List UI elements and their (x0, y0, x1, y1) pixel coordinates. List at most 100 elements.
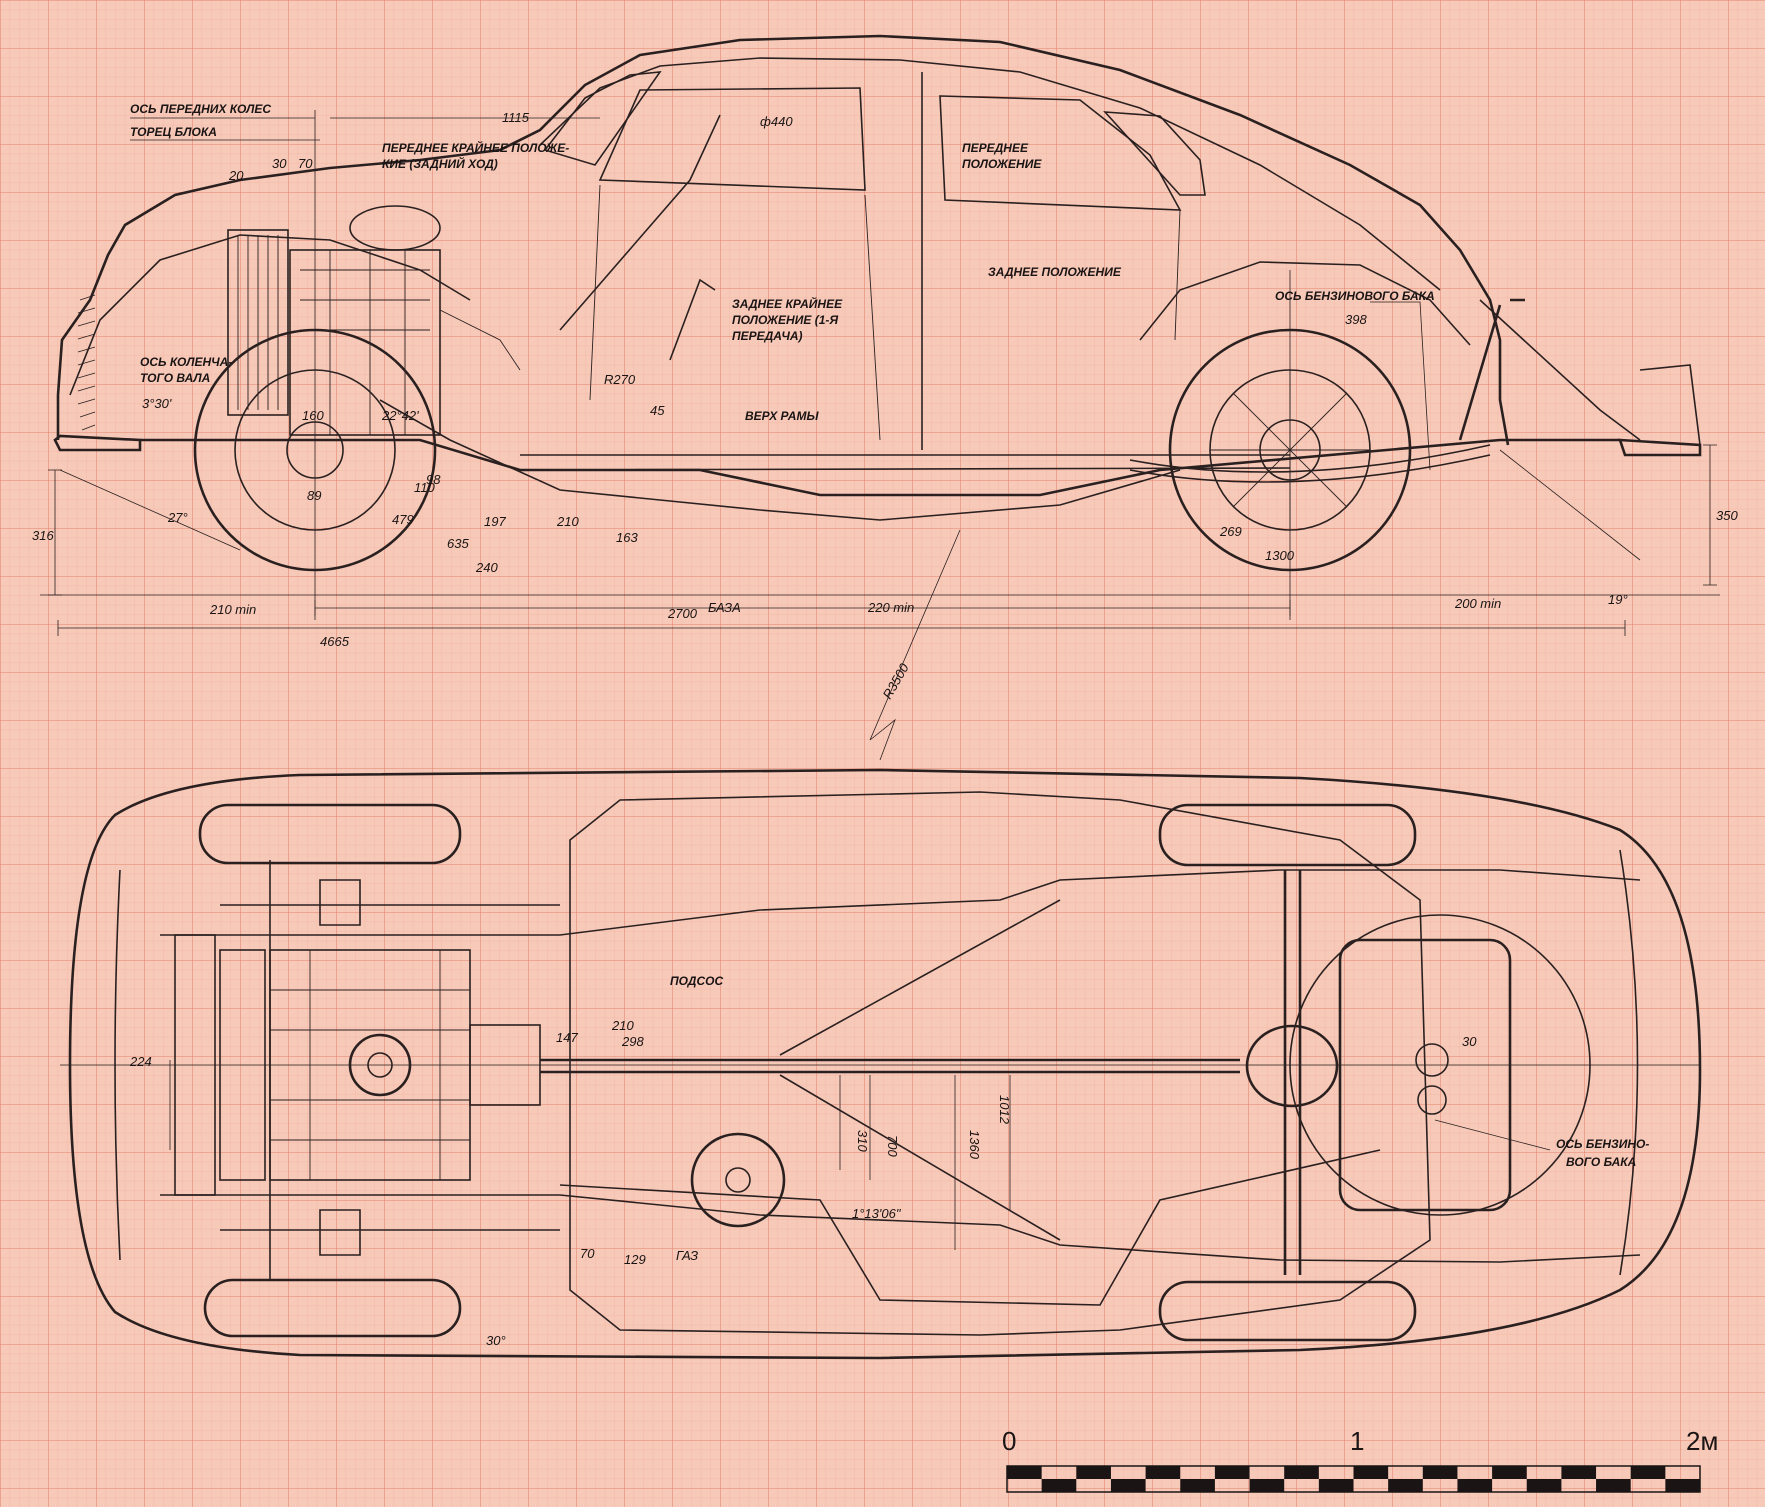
label-rear-extreme-2: ПОЛОЖЕНИЕ (1-Я (732, 313, 838, 327)
propeller-shaft (519, 454, 1291, 471)
steering-column (559, 114, 721, 331)
dim-398: 398 (1345, 312, 1367, 327)
plan-body-outline (68, 768, 1702, 1360)
label-front-extreme-2: КИЕ (ЗАДНИЙ ХОД) (382, 155, 498, 171)
label-gaz: ГАЗ (676, 1248, 698, 1263)
plan-dim-298-value: 298 (621, 1034, 644, 1049)
front-door-window (598, 87, 866, 191)
scale-segment (1041, 1479, 1077, 1492)
plan-steering-hub (725, 1167, 751, 1193)
label-front-position-2: ПОЛОЖЕНИЕ (962, 157, 1042, 171)
label-frame-top: ВЕРХ РАМЫ (745, 409, 819, 423)
label-front-extreme: ПЕРЕДНЕЕ КРАЙНЕЕ ПОЛОЖЕ- (382, 139, 569, 155)
scale-segment (1596, 1479, 1631, 1492)
scale-segment (1665, 1479, 1700, 1492)
plan-rear-axle (1283, 870, 1302, 1275)
plan-dim-30deg-value: 30° (486, 1333, 506, 1348)
dim-4665: 4665 (320, 634, 350, 649)
radiator (227, 229, 289, 416)
scale-segment (1388, 1479, 1423, 1492)
dim-45: 45 (650, 403, 665, 418)
dim-210min: 210 min (209, 602, 256, 617)
roof-line (539, 57, 1441, 291)
dim-479: 479 (392, 512, 414, 527)
tyre-rear-left (1158, 803, 1417, 867)
scale-segment (1422, 1466, 1458, 1479)
dim-1115: 1115 (502, 110, 530, 125)
scale-segment (1007, 1466, 1042, 1479)
rear-door-window (939, 95, 1182, 211)
dim-22deg: 22°42' (381, 408, 419, 423)
scale-segment (1214, 1466, 1250, 1479)
plan-engine-detail (270, 950, 470, 1180)
dim-30: 30 (272, 156, 287, 171)
scale-segment (1492, 1466, 1527, 1479)
body-outline (56, 34, 1510, 446)
rear-bumper (1618, 438, 1702, 457)
dim-r270: R270 (604, 372, 636, 387)
door-front-edge (589, 184, 1181, 441)
tyre-front-left (198, 803, 462, 865)
label-podsos: ПОДСОС (670, 974, 723, 988)
dim-269: 269 (1219, 524, 1242, 539)
plan-dim-147-value: 147 (556, 1030, 578, 1045)
scale-tick-0: 0 (1002, 1426, 1016, 1456)
scale-segment (1353, 1466, 1389, 1479)
label-rear-extreme-3: ПЕРЕДАЧА) (732, 329, 803, 343)
dim-19deg: 19° (1608, 592, 1628, 607)
front-axle-axis (130, 110, 320, 620)
label-front-position: ПЕРЕДНЕЕ (962, 141, 1029, 155)
frame-rail (140, 438, 1620, 497)
plan-dim-1360-value: 1360 (967, 1130, 982, 1160)
plan-dim-224-value: 224 (129, 1054, 152, 1069)
dim-baza: БАЗА (708, 600, 741, 615)
scale-bar: 0 1 2м (1002, 1426, 1718, 1493)
dim-635: 635 (447, 536, 469, 551)
plan-dim-1012-value: 1012 (997, 1095, 1012, 1125)
dim-2700: 2700 (667, 606, 698, 621)
plan-rear-arch (1619, 849, 1639, 1276)
dim-89: 89 (307, 488, 321, 503)
dim-70: 70 (298, 156, 313, 171)
plan-dim-210-value: 210 (611, 1018, 634, 1033)
tyre-front-right (203, 1278, 462, 1338)
dim-20: 20 (228, 168, 244, 183)
rear-body-tail (1479, 299, 1701, 446)
shock-absorber (1458, 298, 1525, 441)
plan-frame-rails (160, 869, 1641, 1263)
engine-detail (300, 250, 521, 435)
engine-block (289, 249, 441, 436)
plan-front-suspension (220, 860, 560, 1280)
scale-segment (1526, 1479, 1562, 1492)
label-fuel-tank-axis: ОСЬ БЕНЗИНОВОГО БАКА (1275, 289, 1435, 303)
plan-exhaust (559, 1149, 1381, 1306)
label-plan-tank-axis: ОСЬ БЕНЗИНО- (1556, 1137, 1649, 1151)
plan-x-brace (779, 899, 1061, 1241)
plan-tank-axis-leader (1434, 1119, 1551, 1151)
exhaust-line (379, 399, 1181, 521)
scale-segment (1561, 1466, 1597, 1479)
plan-fuel-tank (1338, 938, 1512, 1212)
scale-tick-2: 2м (1686, 1426, 1718, 1456)
label-front-axle: ОСЬ ПЕРЕДНИХ КОЛЕС (130, 102, 271, 116)
dim-3deg30: 3°30' (142, 396, 172, 411)
dim-220min: 220 min (867, 600, 914, 615)
plan-prop-shaft (540, 1058, 1240, 1074)
scale-segment (1630, 1466, 1666, 1479)
dim-240: 240 (475, 560, 498, 575)
dim-98: 98 (426, 472, 441, 487)
scale-tick-1: 1 (1350, 1426, 1364, 1456)
grille (77, 294, 96, 431)
tank-axis-leader (1370, 301, 1431, 471)
label-crankshaft-axis: ОСЬ КОЛЕНЧА- (140, 355, 232, 369)
dim-line-4665 (57, 620, 1626, 636)
scale-segment (1249, 1479, 1285, 1492)
front-bumper (53, 434, 142, 452)
dim-210: 210 (556, 514, 579, 529)
scale-segment (1110, 1479, 1146, 1492)
radiator-fins (237, 235, 279, 410)
plan-dim-angle-value: 1°13'06" (852, 1206, 902, 1221)
windshield (543, 71, 662, 166)
dim-163: 163 (616, 530, 638, 545)
